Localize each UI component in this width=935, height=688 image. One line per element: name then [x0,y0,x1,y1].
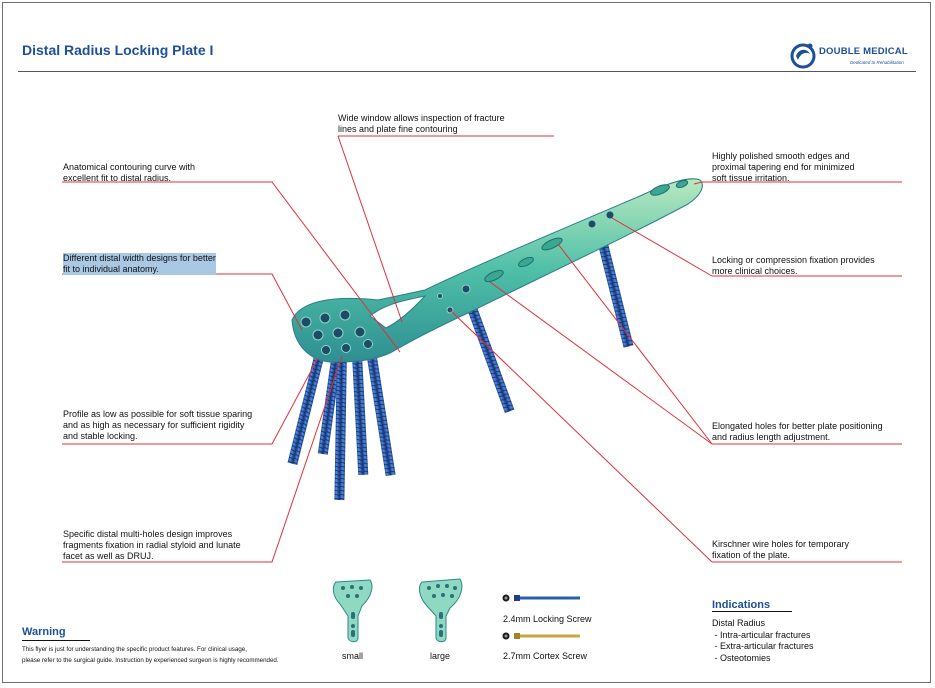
locking-screw-label: 2.4mm Locking Screw [503,614,592,624]
brand-name: DOUBLE MEDICAL [819,46,908,57]
cortex-screw-image [502,632,580,640]
screw [352,354,369,476]
logo-icon [790,43,816,69]
callout-elongated-holes: Elongated holes for better plate positio… [712,421,883,442]
page-title: Distal Radius Locking Plate I [22,42,214,58]
indications-title: Indications [712,599,771,611]
callout-wide-window: Wide window allows inspection of fractur… [338,113,505,134]
callout-leaders [62,135,902,563]
screw [365,344,396,477]
callout-distal-width[interactable]: Different distal width designs for bette… [63,253,216,275]
variant-large-label: large [430,651,451,661]
plate-large-thumbnail [418,578,463,643]
warning-title: Warning [22,626,66,638]
warning-text: This flyer is just for understanding the… [22,646,279,664]
callout-anatomical: Anatomical contouring curve with excelle… [63,162,196,183]
header-divider [18,71,916,72]
warning-divider [22,640,90,641]
variant-small-label: small [342,651,364,661]
cortex-screw-label: 2.7mm Cortex Screw [503,651,588,661]
screw [287,355,324,465]
plate [291,178,703,363]
screw [595,230,634,348]
screw [317,359,341,455]
indications-list: Distal Radius - Intra-articular fracture… [712,618,814,663]
callout-kirschner: Kirschner wire holes for temporary fixat… [712,539,850,560]
screw [334,349,347,501]
callout-multi-holes: Specific distal multi-holes design impro… [63,529,241,561]
brand-tagline: Dedicated to Rehabilitation [850,60,904,65]
screw [467,306,515,414]
screw-group [287,230,634,501]
plate-small-thumbnail [332,579,373,643]
indications-divider [712,611,792,612]
callout-polished-edges: Highly polished smooth edges and proxima… [712,151,855,183]
callout-profile: Profile as low as possible for soft tiss… [63,409,253,441]
locking-screw-image [502,594,580,602]
callout-locking-compression: Locking or compression fixation provides… [712,255,875,276]
brand-logo: DOUBLE MEDICAL Dedicated to Rehabilitati… [790,38,915,70]
